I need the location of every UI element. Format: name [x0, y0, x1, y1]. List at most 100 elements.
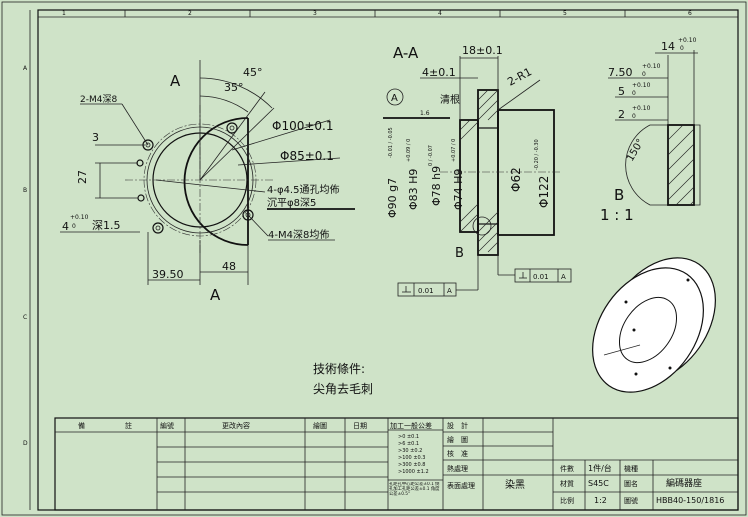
section-view: A-A 18±0.1 4±0.1 2-R1: [383, 44, 572, 297]
row-label: A: [23, 65, 28, 72]
col-drawn: 繪圖: [313, 421, 327, 430]
tol-row: >1000 ±1.2: [398, 469, 429, 475]
flatness-value: 0.01: [418, 287, 434, 295]
dim-48: 48: [222, 260, 236, 273]
detail-label: B: [614, 186, 624, 204]
machine-label: 機種: [624, 464, 638, 473]
depth-note: 深1.5: [92, 219, 121, 232]
dim-2-tol: +0.10: [632, 105, 651, 112]
col-label: 5: [563, 10, 567, 17]
col-code: 編號: [160, 421, 174, 430]
material-value: S45C: [588, 479, 609, 488]
detail-scale: 1 : 1: [600, 206, 634, 224]
heat-label: 熱處理: [447, 464, 468, 473]
radius-note: 2-R1: [505, 65, 534, 89]
qty-value: 1件/台: [588, 463, 612, 473]
tol-row: >6 ±0.1: [398, 441, 419, 447]
angle-45: 45°: [243, 66, 263, 79]
isometric-view: [592, 257, 716, 393]
dim-3: 3: [92, 131, 99, 144]
dia-100: Φ100±0.1: [272, 119, 334, 133]
dim-14-tol: +0.10: [678, 37, 697, 44]
dia-122: Φ122: [537, 176, 551, 208]
dia-74: Φ74 H9: [452, 169, 465, 210]
tol-row: >0 ±0.1: [398, 434, 419, 440]
angle-35: 35°: [224, 81, 244, 94]
dim-2-tol2: 0: [632, 113, 636, 120]
drawing-number: HBB40-150/1816: [656, 496, 724, 505]
outer-contour: [183, 117, 249, 246]
section-body: [459, 89, 555, 256]
dia-78: Φ78 h9: [430, 166, 443, 206]
dim-750-tol2: 0: [642, 71, 646, 78]
tol-note: 孔距孔中心距公差±0.1 倒孔加工孔距公差±0.1 角度公差±0.5°: [389, 482, 440, 497]
tech-notes-line1: 尖角去毛刺: [313, 382, 373, 396]
hole-note: 4-φ4.5通孔均佈: [267, 183, 339, 196]
col-label: 2: [188, 10, 192, 17]
dim-5-tol: +0.10: [632, 82, 651, 89]
tol-row: >100 ±0.3: [398, 455, 425, 461]
dia-85: Φ85±0.1: [280, 149, 334, 163]
view-label-a: A: [210, 286, 221, 304]
flatness-frame-1: 0.01 A: [397, 255, 479, 297]
col-label: 4: [438, 10, 442, 17]
qty-label: 件數: [560, 464, 574, 473]
surface-label: 表面處理: [447, 481, 475, 490]
col-remark-2: 註: [125, 421, 132, 430]
dia-62: Φ62: [509, 167, 523, 192]
roughness: 1.6: [420, 110, 430, 117]
dim-14: 14: [661, 40, 675, 53]
dim-4-section: 4±0.1: [422, 66, 456, 79]
material-label: 材質: [560, 479, 574, 488]
dim-750: 7.50: [608, 66, 633, 79]
thread-note-4: 4-M4深8均佈: [268, 228, 329, 241]
check-label: 核 准: [447, 449, 468, 458]
dim-2: 2: [618, 108, 625, 121]
name-value: 編碼器座: [666, 477, 702, 489]
counterbore-note: 沉平φ8深5: [267, 196, 316, 209]
dia-83: Φ83 H9: [407, 169, 420, 210]
flatness-frame-2: 0.01 A: [497, 235, 572, 283]
tech-notes: 技術條件: 尖角去毛刺: [313, 362, 373, 396]
col-change: 更改內容: [222, 421, 250, 430]
dim-4-tol2: 0: [72, 223, 76, 230]
row-labels: A B C D: [23, 10, 31, 510]
drawing-label: 繪 圖: [447, 435, 468, 444]
section-title: A-A: [393, 44, 419, 62]
dim-750-tol: +0.10: [642, 63, 661, 70]
dia-90: Φ90 g7: [386, 178, 399, 218]
col-label: 6: [688, 10, 692, 17]
col-label: 1: [62, 10, 66, 17]
diameter-dims: Φ90 g7 -0.01 / -0.05 Φ83 H9 +0.09 / 0 Φ7…: [386, 127, 551, 218]
dia-122-tol: -0.20 / -0.30: [534, 139, 540, 170]
dim-18: 18±0.1: [462, 44, 503, 57]
detail-view: 14 +0.10 0 7.50 +0.10 0 5 +0.10 0 2 +0.1…: [600, 37, 701, 224]
col-label: 3: [313, 10, 317, 17]
dim-3950: 39.50: [152, 268, 184, 281]
dia-90-tol: -0.01 / -0.05: [388, 127, 394, 158]
row-label: D: [23, 440, 28, 447]
clean-root-note: 清根: [440, 93, 460, 106]
dia-83-tol: +0.09 / 0: [406, 139, 412, 162]
tol-note-box: 孔距孔中心距公差±0.1 倒孔加工孔距公差±0.1 角度公差±0.5°: [389, 482, 440, 497]
dim-4: 4: [62, 220, 69, 233]
view-direction-label: A: [170, 72, 181, 90]
column-labels: 1 2 3 4 5 6: [38, 10, 738, 18]
surface-value: 染黑: [505, 478, 525, 491]
front-view: 45° 35° A Φ100±0.1 Φ85±0.1 2-M4深8 3 27 4…: [60, 60, 355, 304]
tol-row: >30 ±0.2: [398, 448, 422, 454]
dia-74-tol: +0.07 / 0: [451, 139, 457, 162]
tol-row: >300 ±0.8: [398, 462, 425, 468]
design-label: 設 計: [447, 421, 468, 430]
col-remark: 備: [78, 421, 85, 430]
title-block: 備 註 編號 更改內容 繪圖 日期 加工一般公差 >0 ±0.1 >6 ±0.1…: [54, 417, 739, 511]
dim-5-tol2: 0: [632, 90, 636, 97]
scale-label: 比例: [560, 496, 574, 505]
dia-78-tol: 0 / -0.07: [428, 145, 434, 166]
drawing-number-label: 圖號: [624, 496, 638, 505]
flatness-ref: A: [447, 287, 452, 295]
dim-4-tol: +0.10: [70, 214, 89, 221]
thread-note-2: 2-M4深8: [80, 94, 117, 105]
